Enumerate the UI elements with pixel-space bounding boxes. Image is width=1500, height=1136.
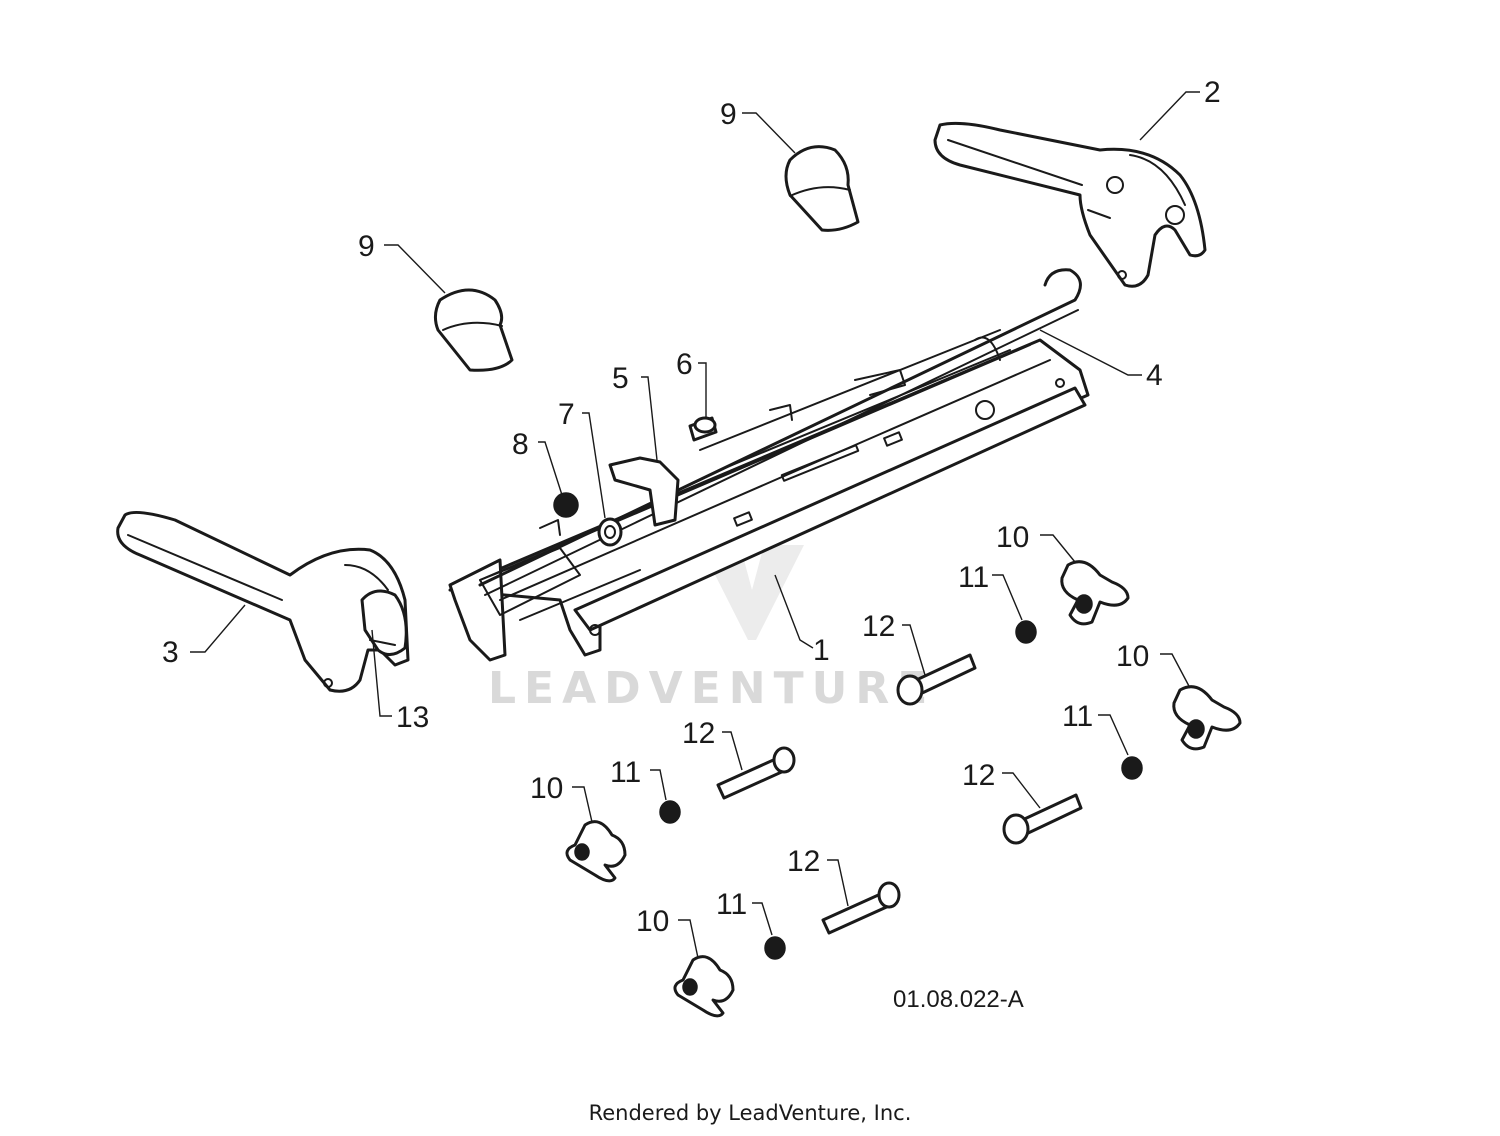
part-11-nut-c[interactable] bbox=[659, 800, 681, 824]
part-11-nut-d[interactable] bbox=[764, 936, 786, 960]
part-2-lever-right[interactable] bbox=[933, 121, 1207, 288]
part-9-knob-upper[interactable] bbox=[784, 145, 860, 232]
part-12-bolt-b[interactable] bbox=[716, 746, 796, 800]
part-8-nut[interactable] bbox=[553, 492, 579, 518]
part-10-knob-d[interactable] bbox=[673, 955, 735, 1018]
part-4-rod[interactable] bbox=[478, 268, 1082, 596]
callout-10-d: 10 bbox=[636, 905, 669, 938]
part-5-bracket[interactable] bbox=[608, 456, 680, 527]
callout-6: 6 bbox=[676, 348, 693, 381]
callout-13: 13 bbox=[396, 701, 429, 734]
part-9-knob-left[interactable] bbox=[433, 288, 514, 372]
part-11-nut-a[interactable] bbox=[1015, 620, 1037, 644]
callout-11-c: 11 bbox=[610, 756, 641, 789]
callout-8: 8 bbox=[512, 428, 529, 461]
callout-2: 2 bbox=[1204, 76, 1221, 109]
callout-5: 5 bbox=[612, 362, 629, 395]
part-10-knob-c[interactable] bbox=[565, 820, 627, 883]
callout-9-upper: 9 bbox=[720, 98, 737, 131]
callout-7: 7 bbox=[558, 398, 575, 431]
part-12-bolt-a[interactable] bbox=[896, 653, 977, 706]
callout-11-d: 11 bbox=[716, 888, 747, 921]
part-3-lever-left[interactable] bbox=[116, 510, 410, 693]
callout-10-c: 10 bbox=[530, 772, 563, 805]
leader-lines bbox=[190, 91, 1200, 959]
callout-9-left: 9 bbox=[358, 230, 375, 263]
part-6-bolt[interactable] bbox=[688, 416, 718, 442]
callout-labels: 1 2 3 4 5 6 7 8 9 9 10 10 10 10 11 11 11… bbox=[162, 76, 1221, 938]
callout-11-b: 11 bbox=[1062, 700, 1093, 733]
part-12-bolt-d[interactable] bbox=[821, 881, 901, 935]
callout-1: 1 bbox=[813, 634, 830, 667]
callout-12-a: 12 bbox=[862, 610, 895, 643]
callout-3: 3 bbox=[162, 636, 179, 669]
part-10-knob-a[interactable] bbox=[1060, 560, 1130, 626]
callout-4: 4 bbox=[1146, 359, 1163, 392]
part-7-washer[interactable] bbox=[597, 517, 623, 547]
part-10-knob-b[interactable] bbox=[1172, 685, 1242, 751]
callout-12-b: 12 bbox=[682, 717, 715, 750]
part-11-nut-b[interactable] bbox=[1121, 756, 1143, 780]
callout-11-a: 11 bbox=[958, 561, 989, 594]
callout-12-d: 12 bbox=[787, 845, 820, 878]
callout-12-c: 12 bbox=[962, 759, 995, 792]
part-12-bolt-c[interactable] bbox=[1002, 793, 1083, 845]
callout-10-b: 10 bbox=[1116, 640, 1149, 673]
drawing-code: 01.08.022-A bbox=[893, 986, 1024, 1013]
footer-credit: Rendered by LeadVenture, Inc. bbox=[589, 1101, 912, 1125]
part-1-seat-rail[interactable] bbox=[448, 329, 1090, 662]
watermark-text: LEADVENTURE bbox=[488, 663, 935, 714]
callout-10-a: 10 bbox=[996, 521, 1029, 554]
